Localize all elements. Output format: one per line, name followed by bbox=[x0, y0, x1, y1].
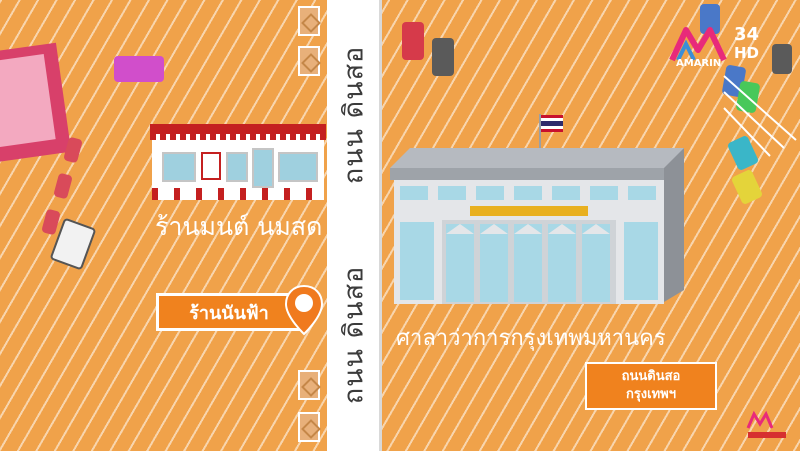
car-red-top bbox=[402, 22, 424, 60]
road-edge-line bbox=[379, 0, 382, 451]
road-label-bottom: ถนน ดินสอ bbox=[338, 265, 370, 405]
shop-sign-icon bbox=[201, 152, 221, 180]
pin-label: ร้านนันฟ้า bbox=[156, 293, 302, 331]
shop-window-2 bbox=[226, 152, 248, 182]
crate-1 bbox=[298, 6, 320, 36]
shop-awning bbox=[150, 134, 326, 140]
shop-window-3 bbox=[278, 152, 318, 182]
channel-suffix: HD bbox=[734, 44, 760, 62]
city-hall-name: ศาลาว่าการกรุงเทพมหานคร bbox=[396, 326, 666, 351]
address-line-1: ถนนดินสอ bbox=[621, 369, 681, 384]
thai-flag-icon bbox=[541, 115, 563, 132]
car-grey-right bbox=[772, 44, 792, 74]
city-hall-building bbox=[390, 114, 684, 304]
shop-base bbox=[152, 188, 324, 200]
car-red-small-2 bbox=[53, 172, 73, 200]
car-blue-top bbox=[700, 4, 720, 34]
address-line-2: กรุงเทพฯ bbox=[625, 387, 677, 402]
channel-logo-icon: 34 HD AMARIN bbox=[668, 22, 778, 72]
crate-2 bbox=[298, 46, 320, 76]
address-label: ถนนดินสอ กรุงเทพฯ bbox=[585, 362, 717, 410]
car-yellow-right bbox=[730, 168, 764, 206]
car-red-small-3 bbox=[41, 208, 61, 236]
location-pin-icon bbox=[284, 284, 324, 336]
shop-roof bbox=[150, 124, 326, 134]
shop-name: ร้านมนต์ นมสด bbox=[155, 212, 323, 241]
parking-lines bbox=[723, 75, 797, 157]
channel-brand: AMARIN bbox=[676, 58, 722, 69]
car-purple bbox=[114, 56, 164, 82]
crate-3 bbox=[298, 370, 320, 400]
road-label-top: ถนน ดินสอ bbox=[338, 45, 370, 185]
road bbox=[327, 0, 379, 451]
crate-4 bbox=[298, 412, 320, 442]
shop-door bbox=[252, 148, 274, 188]
shop-window-1 bbox=[162, 152, 196, 182]
channel-number: 34 bbox=[734, 24, 760, 45]
car-grey-top bbox=[432, 38, 454, 76]
channel-logo-small-icon bbox=[744, 408, 790, 442]
